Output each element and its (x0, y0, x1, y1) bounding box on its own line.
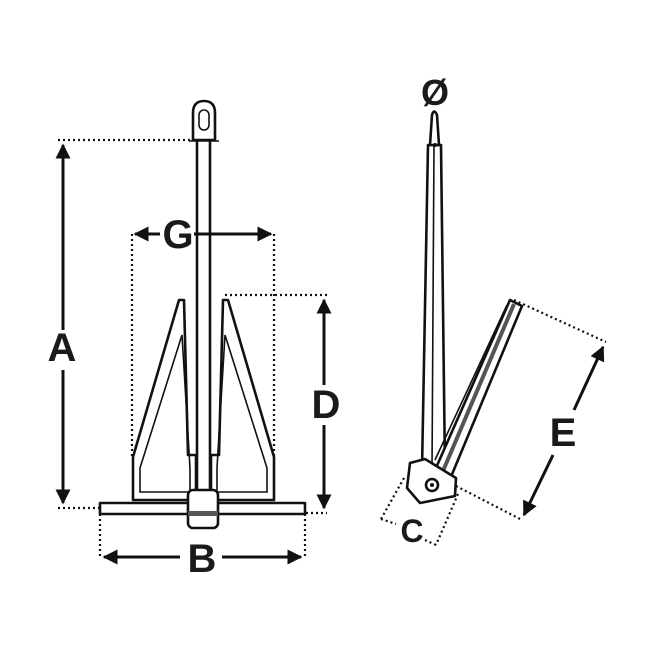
label-d: D (312, 383, 341, 427)
anchor-side-fluke-band (438, 303, 516, 479)
side-dimension-guides (380, 298, 607, 547)
anchor-side-eye (428, 110, 441, 147)
anchor-shackle-hole (198, 109, 210, 131)
anchor-right-fluke (209, 298, 276, 502)
anchor-right-fluke-inner (216, 334, 268, 493)
anchor-collar-band (188, 511, 218, 516)
label-b: B (188, 537, 217, 581)
anchor-shank (195, 138, 212, 494)
label-c: C (400, 513, 423, 549)
anchor-left-fluke-inner (139, 334, 191, 493)
label-g: G (162, 213, 193, 257)
front-dimension-guides (55, 138, 332, 565)
anchor-collar (186, 488, 220, 530)
anchor-shackle (191, 99, 217, 142)
label-diameter: Ø (421, 72, 449, 113)
dimension-e-line (572, 345, 605, 411)
anchor-side-view (405, 110, 524, 505)
anchor-left-fluke (131, 298, 198, 502)
label-a: A (48, 326, 77, 370)
label-e: E (550, 411, 577, 455)
anchor-front-view (98, 99, 307, 530)
